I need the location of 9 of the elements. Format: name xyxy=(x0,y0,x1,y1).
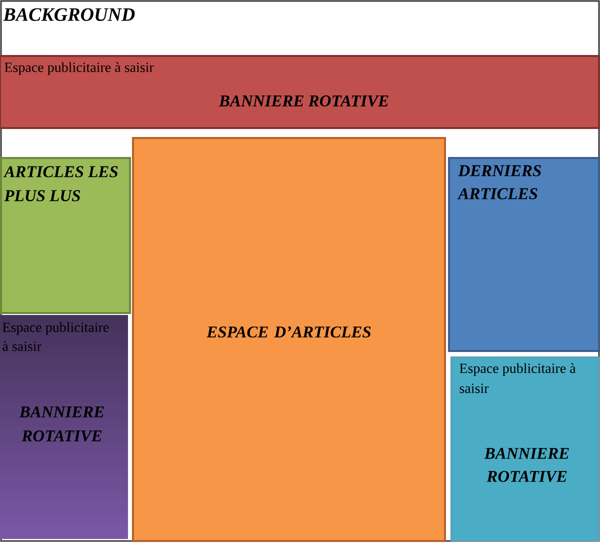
sidebar-box: DERNIERS ARTICLES xyxy=(448,157,600,352)
ad-banner-box: Espace publicitaire à saisir BANNIERE ROTATIVE xyxy=(0,55,600,129)
node-label: BANNIERE ROTATIVE xyxy=(19,406,104,442)
content-box: ESPACE D’ARTICLES xyxy=(132,137,446,542)
sidebar-box: ARTICLES LES PLUS LUS xyxy=(0,157,131,314)
node-label: à saisir xyxy=(2,341,42,352)
ad-banner-box: Espace publicitaire à saisir BANNIERE ROTATIVE xyxy=(0,315,128,539)
node-label: Espace publicitaire xyxy=(2,322,109,335)
ad-banner-box: Espace publicitaire à saisir BANNIERE ROTATIVE xyxy=(450,356,600,542)
